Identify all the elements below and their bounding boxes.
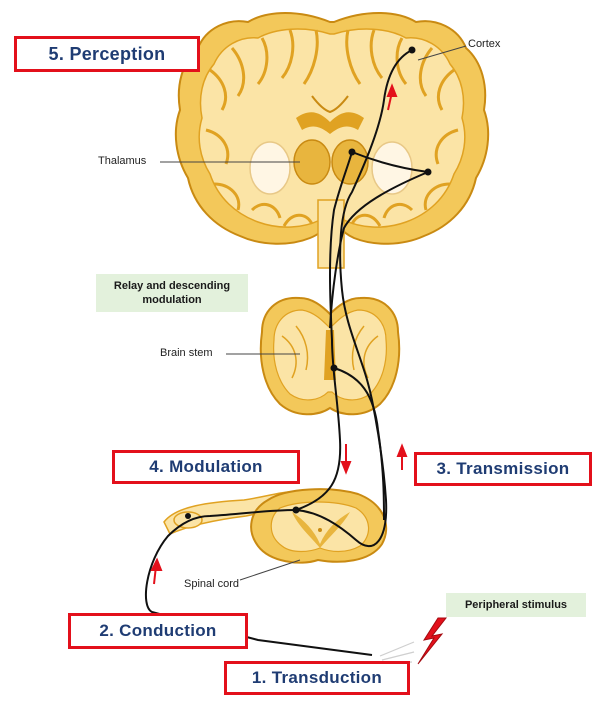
perception-label: 5. Perception (14, 36, 200, 72)
thalamus-label: Thalamus (98, 155, 146, 167)
conduction-label: 2. Conduction (68, 613, 248, 649)
transduction-label: 1. Transduction (224, 661, 410, 695)
cortex-label: Cortex (468, 38, 500, 50)
peripheral-stimulus-icon (380, 618, 446, 664)
peripheral-stimulus-note: Peripheral stimulus (446, 593, 586, 617)
transmission-label: 3. Transmission (414, 452, 592, 486)
spinal-cord-label: Spinal cord (184, 578, 239, 590)
modulation-label: 4. Modulation (112, 450, 300, 484)
brain-stem-label: Brain stem (160, 347, 213, 359)
spinal-cord-section (164, 489, 386, 562)
relay-note: Relay and descending modulation (96, 274, 248, 312)
